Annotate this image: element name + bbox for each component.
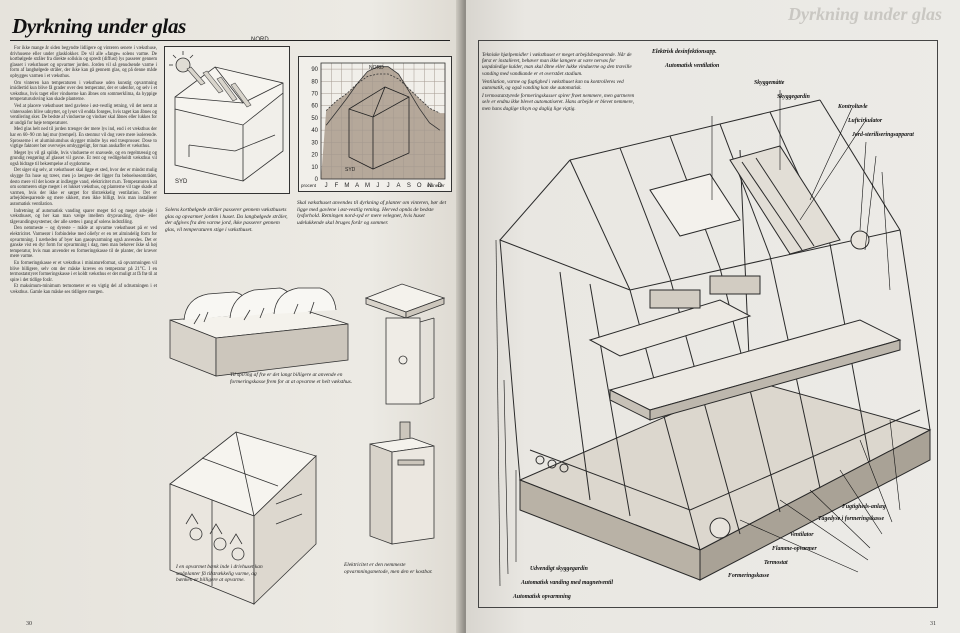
house-edge	[372, 96, 410, 118]
y-tick-label: 60	[311, 104, 318, 110]
cold-frame-caption: I en opvarmet bænk inde i drivhuset kan …	[176, 564, 263, 584]
propagator-illustration	[169, 287, 349, 377]
chart-caption: Skal væksthuset anvendes til dyrkning af…	[297, 200, 447, 226]
callout-flame-heater: Flamme-opvarmer	[772, 546, 817, 552]
callout-fan: Ventilator	[790, 532, 814, 538]
chart-x-caption: måneder	[427, 183, 445, 188]
note-paragraph: Ventilation, varme og fugtighed i væksth…	[482, 78, 624, 92]
x-tick-label: N	[427, 183, 431, 189]
x-tick-label: A	[355, 183, 359, 189]
y-tick-label: 20	[311, 153, 318, 159]
body-paragraph: Den nemmeste – og dyreste – måde at opva…	[10, 226, 157, 260]
propagator-caption: Til spiring af frø er det langt billiger…	[230, 372, 353, 385]
callout-shade-curtain: Skyggegardin	[777, 94, 810, 100]
body-text-column: For ikke mange år siden begyndte lidlige…	[10, 46, 157, 297]
callout-shade-mat: Skyggemåtte	[754, 80, 785, 86]
page-number-left: 30	[26, 621, 32, 627]
callout-mist-nozzle: Tågedyse i formeringskasse	[818, 516, 885, 522]
electric-heater-illustration	[369, 421, 435, 545]
greenhouse-diagram-frame	[478, 40, 938, 608]
callout-soil-sterilizer: Jord-steriliseringsapparat	[852, 132, 914, 138]
x-tick-label: S	[407, 183, 411, 189]
body-paragraph: Om vinteren kan temperaturen i væksthuse…	[10, 80, 157, 103]
y-tick-label: 30	[311, 140, 318, 146]
y-tick-label: 70	[311, 92, 318, 98]
body-paragraph: Med glas helt ned til jorden trænger der…	[10, 127, 157, 150]
house-edge	[372, 86, 386, 118]
series-line	[325, 73, 441, 114]
callout-auto-watering: Automatisk vanding med magnetventil	[521, 580, 613, 586]
left-page: Dyrkning under glas For ikke mange år si…	[0, 0, 462, 633]
ghost-title: Dyrkning under glas	[787, 4, 942, 24]
y-tick-label: 0	[315, 177, 319, 183]
x-tick-label: O	[417, 183, 422, 189]
x-tick-label: F	[335, 183, 339, 189]
cold-frame-illustration	[169, 431, 317, 605]
x-tick-label: D	[438, 183, 443, 189]
electric-heater-caption: Elektricitet er den nemmeste opvarmnings…	[344, 562, 433, 575]
callout-thermostat: Termostat	[764, 560, 788, 566]
callout-humidity: Fugtigheds-anlæg	[842, 504, 886, 510]
y-tick-label: 90	[311, 67, 318, 73]
y-tick-label: 10	[311, 165, 318, 171]
body-paragraph: Et maksimum-minimum termometer er en vig…	[10, 284, 157, 295]
heater-stand-figure	[362, 278, 448, 408]
chart-south-label: SYD	[345, 167, 356, 173]
y-tick-label: 50	[311, 116, 318, 122]
y-tick-label: 80	[311, 79, 318, 85]
callout-disinfection: Elektrisk desinfektionsapp.	[652, 49, 717, 55]
x-tick-label: A	[396, 183, 400, 189]
chart-north-label: NORD	[369, 65, 384, 71]
series-line	[325, 66, 441, 131]
callout-propagator: Formeringskasse	[728, 573, 770, 579]
body-paragraph: Ved at placere væksthuset med gavlene i …	[10, 103, 157, 126]
y-tick-label: 40	[311, 128, 318, 134]
body-paragraph: En formeringskasse er et væksthus i mini…	[10, 260, 157, 283]
x-tick-label: J	[325, 183, 328, 189]
sun-figure-caption: Solens kortbølgede stråler passerer genn…	[165, 207, 288, 233]
north-label: NORD	[251, 37, 269, 43]
callout-ventilation: Automatisk ventilation	[665, 63, 720, 69]
title-rule	[10, 40, 450, 41]
chart-frame	[320, 62, 446, 180]
callout-outside-shade: Udvendigt skyggegardin	[530, 566, 588, 572]
page-number-right: 31	[930, 621, 936, 627]
body-paragraph: For ikke mange år siden begyndte lidlige…	[10, 46, 157, 79]
x-tick-label: J	[376, 183, 379, 189]
sun-greenhouse-figure: NORD SYD	[164, 37, 290, 194]
south-label: SYD	[175, 179, 188, 185]
callout-air-circulator: Luftcirkulator	[848, 118, 883, 124]
x-tick-label: M	[365, 183, 370, 189]
note-paragraph: I termostatstyrede formeringskasser spir…	[482, 93, 635, 112]
body-paragraph: Indretning af automatisk vanding sparer …	[10, 208, 157, 225]
x-tick-label: M	[344, 183, 349, 189]
callout-control-panel: Kontroltavle	[838, 104, 868, 110]
house-edge	[348, 108, 374, 118]
chart-y-caption: procent	[301, 183, 317, 188]
sun-greenhouse-illustration	[169, 51, 284, 182]
technical-note: Tekniske hjælpemidler i væksthuset er me…	[482, 52, 642, 114]
body-paragraph: Meget lys vil gå spilde, hvis vinduerne …	[10, 150, 157, 167]
heater-stand-illustration	[364, 283, 446, 405]
body-paragraph: Det siger sig selv, at væksthuset skal l…	[10, 168, 157, 208]
greenhouse-cutaway-illustration	[495, 90, 932, 587]
callout-auto-heating: Automatisk opvarmning	[513, 594, 571, 600]
note-paragraph: Tekniske hjælpemidler i væksthuset er me…	[482, 52, 632, 77]
x-tick-label: J	[387, 183, 390, 189]
page-title: Dyrkning under glas	[12, 14, 187, 38]
